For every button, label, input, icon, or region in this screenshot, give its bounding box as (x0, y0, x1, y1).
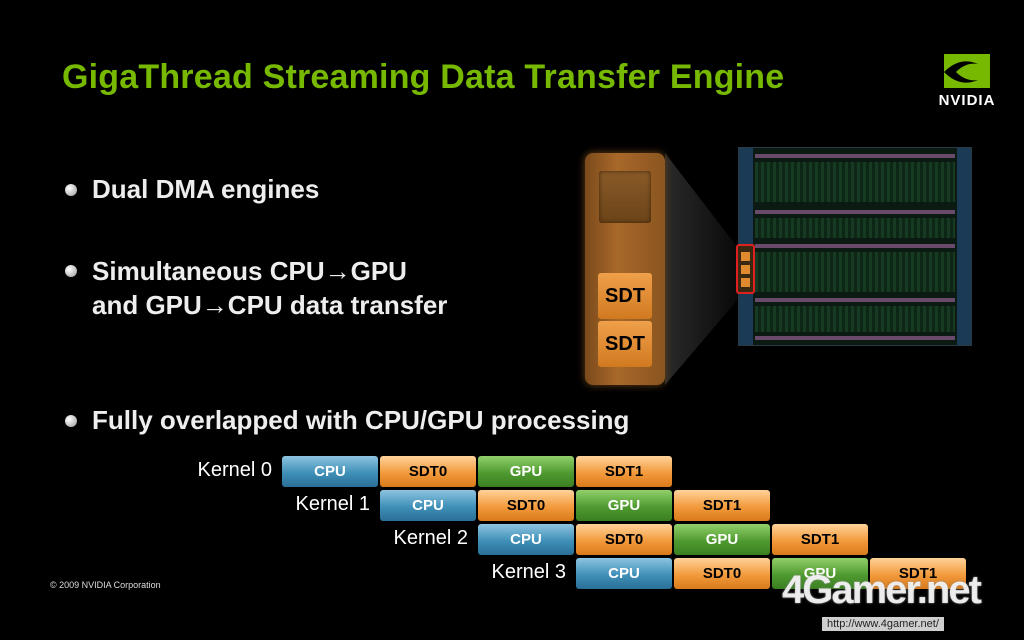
sdt-block: SDT (598, 273, 652, 319)
die-band (755, 252, 955, 292)
timeline-stage-sdt: SDT1 (772, 524, 868, 555)
bullet-simultaneous-line1: Simultaneous CPU→GPU (92, 256, 407, 286)
timeline-stage-gpu: GPU (576, 490, 672, 521)
watermark-url: http://www.4gamer.net/ (822, 617, 944, 631)
timeline-stage-gpu: GPU (674, 524, 770, 555)
chip-zoom-panel: SDT SDT (585, 153, 665, 385)
die-side (957, 148, 971, 345)
kernel-label: Kernel 1 (295, 493, 371, 515)
timeline-stage-cpu: CPU (282, 456, 378, 487)
bullet-overlapped: Fully overlapped with CPU/GPU processing (92, 405, 630, 435)
die-band (755, 306, 955, 332)
kernel-label: Kernel 2 (393, 527, 469, 549)
bullet-dot (65, 184, 77, 196)
timeline-stage-cpu: CPU (576, 558, 672, 589)
timeline-stage-gpu: GPU (772, 558, 868, 589)
timeline-stage-sdt: SDT0 (380, 456, 476, 487)
bullet-dot (65, 265, 77, 277)
bullet-dual-dma: Dual DMA engines (92, 174, 320, 204)
nvidia-logo: NVIDIA (926, 52, 1008, 114)
nvidia-eye-icon (944, 54, 990, 88)
timeline-stage-sdt: SDT0 (576, 524, 672, 555)
timeline-stage-sdt: SDT0 (674, 558, 770, 589)
timeline-stage-cpu: CPU (380, 490, 476, 521)
timeline-stage-sdt: SDT1 (576, 456, 672, 487)
timeline-stage-cpu: CPU (478, 524, 574, 555)
timeline-stage-sdt: SDT1 (674, 490, 770, 521)
die-stripe (755, 298, 955, 302)
slide-title: GigaThread Streaming Data Transfer Engin… (62, 58, 785, 96)
copyright: © 2009 NVIDIA Corporation (50, 580, 161, 590)
gpu-die-image (738, 147, 972, 346)
bullet-simultaneous-line2: and GPU→CPU data transfer (92, 290, 448, 320)
die-band (755, 162, 955, 202)
watermark-logo: 4Gamer.net (782, 568, 982, 612)
chip-slot (599, 171, 651, 223)
timeline-stage-sdt: SDT1 (870, 558, 966, 589)
zoom-beam (665, 153, 740, 385)
kernel-label: Kernel 0 (197, 459, 273, 481)
kernel-label: Kernel 3 (491, 561, 567, 583)
die-stripe (755, 154, 955, 158)
timeline-stage-gpu: GPU (478, 456, 574, 487)
die-stripe (755, 210, 955, 214)
die-band (755, 218, 955, 238)
sdt-highlight-box (736, 244, 755, 294)
sdt-block: SDT (598, 321, 652, 367)
die-stripe (755, 244, 955, 248)
nvidia-logo-text: NVIDIA (938, 92, 996, 109)
die-stripe (755, 336, 955, 340)
timeline-stage-sdt: SDT0 (478, 490, 574, 521)
bullet-dot (65, 415, 77, 427)
